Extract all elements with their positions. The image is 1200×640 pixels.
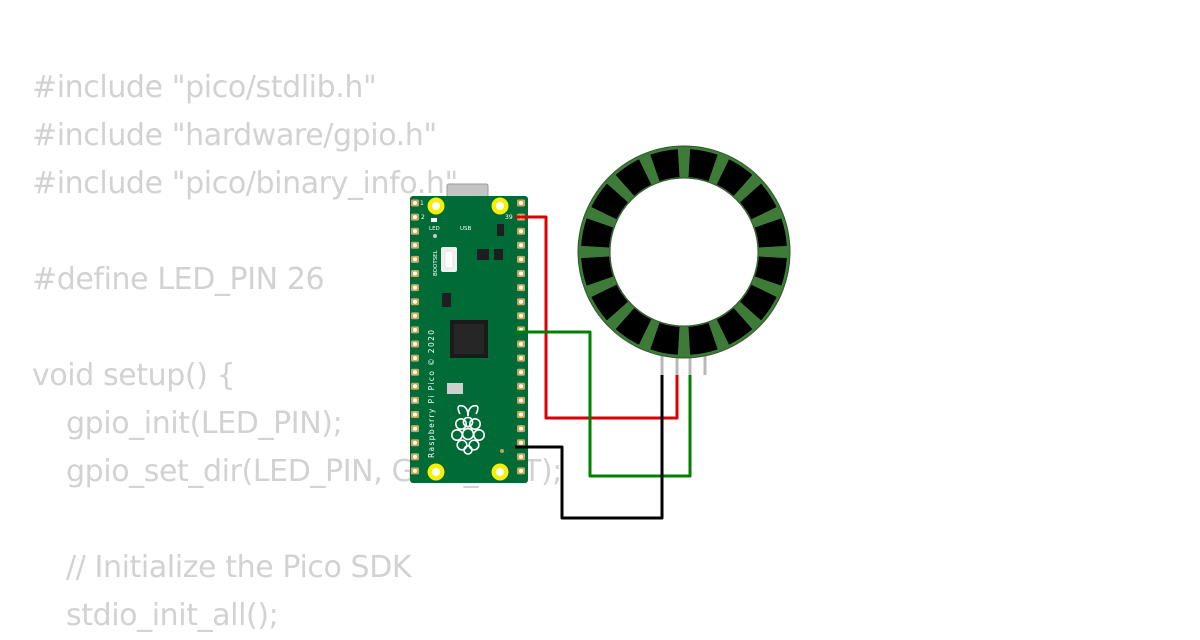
pin-39-label: 39: [505, 214, 513, 221]
crystal: [447, 383, 463, 394]
green-wire[interactable]: [515, 330, 692, 478]
led-label: LED: [429, 226, 440, 232]
code-line: #define LED_PIN 26: [32, 262, 325, 297]
pin-hole: [519, 356, 523, 361]
pin-hole: [519, 370, 523, 375]
board-name-label: Raspberry Pi Pico © 2020: [427, 329, 436, 458]
black-wire[interactable]: [515, 358, 664, 520]
code-line: // Initialize the Pico SDK: [66, 550, 412, 585]
pico-board: 1 2 39 LED USB BOOTSEL: [410, 196, 528, 483]
pin-hole: [519, 285, 523, 290]
code-line: #include "pico/binary_info.h": [32, 166, 458, 201]
pin-1-label: 1: [420, 200, 424, 207]
ring-leds: [581, 149, 787, 355]
pin-hole: [519, 201, 523, 205]
pin-hole: [413, 454, 417, 459]
pin-hole: [519, 454, 523, 459]
pin-hole: [413, 426, 417, 431]
code-line: void setup() {: [32, 358, 236, 393]
pin-hole: [519, 257, 523, 262]
raspberry-pi-logo: [450, 404, 485, 455]
pin-hole: [519, 243, 523, 248]
ring-led: [740, 284, 777, 321]
ring-led: [650, 322, 680, 355]
pin-hole: [519, 440, 523, 445]
test-point: [500, 449, 504, 453]
ring-led: [615, 308, 652, 345]
pin-hole: [519, 468, 523, 473]
pin-hole: [519, 299, 523, 304]
pin-hole: [519, 412, 523, 417]
pin-hole: [413, 412, 417, 417]
pin-hole: [413, 356, 417, 361]
onboard-led: [431, 218, 437, 222]
ring-led: [615, 159, 652, 196]
pin-hole: [519, 426, 523, 431]
code-line: stdio_init_all();: [66, 598, 279, 633]
pin-hole: [413, 468, 417, 473]
ring-led: [740, 183, 777, 220]
pin-hole: [413, 257, 417, 262]
pin-hole: [413, 299, 417, 304]
code-background: #include "pico/stdlib.h" #include "hardwa…: [32, 64, 562, 640]
ring-led: [650, 149, 680, 182]
ring-led: [581, 256, 614, 286]
ring-hole: [609, 177, 759, 327]
ring-led: [688, 322, 718, 355]
pin-2-label: 2: [421, 214, 425, 221]
pin-hole: [413, 215, 417, 220]
pin-hole: [413, 440, 417, 445]
ring-led: [591, 183, 628, 220]
pin-hole: [413, 313, 417, 318]
pin-hole: [413, 384, 417, 389]
pin-hole: [413, 285, 417, 290]
ring-led: [754, 256, 787, 286]
pin-hole: [413, 370, 417, 375]
pin-hole: [413, 201, 417, 205]
pin-hole: [519, 313, 523, 318]
neopixel-ring: [577, 145, 791, 375]
pin-hole: [413, 229, 417, 234]
pin-hole: [413, 243, 417, 248]
pin-hole: [519, 271, 523, 276]
ring-led: [581, 218, 614, 248]
bootsel-label: BOOTSEL: [433, 249, 439, 276]
pin-hole: [413, 398, 417, 403]
usb-label: USB: [460, 226, 472, 232]
pin-hole: [519, 229, 523, 234]
code-line: gpio_init(LED_PIN);: [66, 406, 343, 441]
red-wire[interactable]: [515, 215, 679, 420]
code-line: #include "hardware/gpio.h": [32, 118, 437, 153]
code-line: #include "pico/stdlib.h": [32, 70, 377, 105]
test-point: [433, 234, 437, 238]
ring-led: [591, 284, 628, 321]
ring-led: [754, 218, 787, 248]
pin-hole: [519, 342, 523, 346]
ring-led: [716, 308, 753, 345]
pin-header-left: [411, 199, 419, 475]
ring-led: [688, 149, 718, 182]
pin-hole: [519, 398, 523, 403]
pin-hole: [413, 271, 417, 276]
chip: [442, 293, 451, 307]
pin-hole: [413, 327, 417, 332]
ring-led: [716, 159, 753, 196]
chip: [477, 249, 489, 260]
pin-hole: [519, 384, 523, 389]
chip: [494, 249, 503, 260]
chip: [497, 224, 504, 236]
pin-hole: [413, 342, 417, 346]
